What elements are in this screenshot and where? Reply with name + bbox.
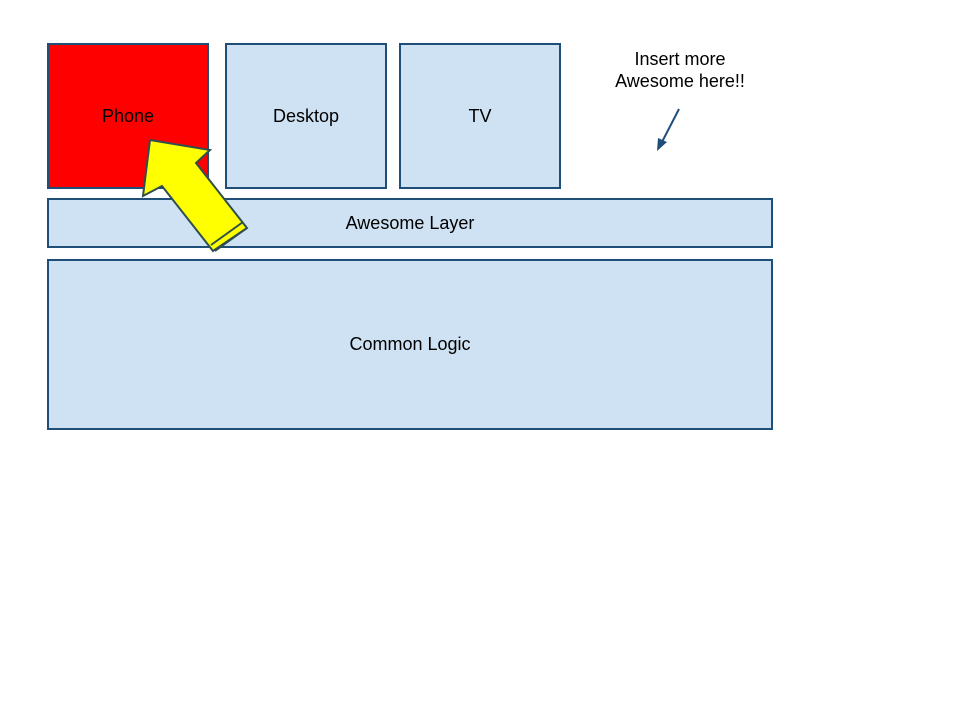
desktop-box: Desktop <box>225 43 387 189</box>
tv-label: TV <box>468 105 492 126</box>
common-logic-label: Common Logic <box>349 334 471 354</box>
common-logic-box: Common Logic <box>47 259 773 430</box>
callout-text: Insert more Awesome here!! <box>615 49 745 91</box>
awesome-layer-box: Awesome Layer <box>47 198 773 248</box>
phone-box: Phone <box>47 43 209 189</box>
pointer-arrow-line <box>661 108 680 143</box>
down-left-arrow-icon <box>657 108 680 151</box>
pointer-arrow-head <box>657 138 667 151</box>
awesome-layer-label: Awesome Layer <box>345 212 475 233</box>
phone-label: Phone <box>101 105 155 126</box>
tv-box: TV <box>399 43 561 189</box>
desktop-label: Desktop <box>272 105 340 126</box>
